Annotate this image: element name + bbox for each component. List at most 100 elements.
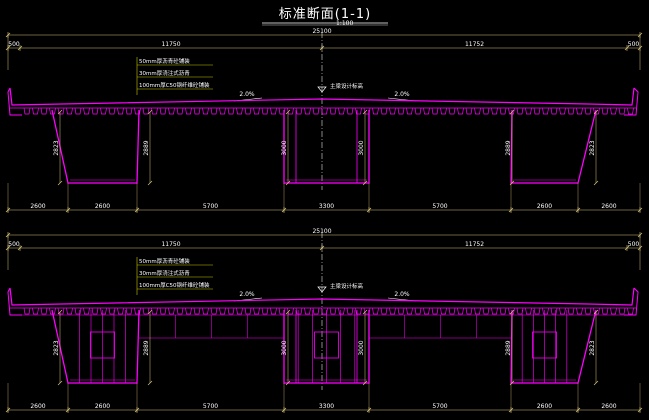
section2-bottom-dim-label: 2600 [537,403,552,410]
section1-bottom-dim-label: 2600 [601,203,616,210]
section1-u-rib [91,107,99,115]
section1-height-label: 2823 [589,140,596,155]
section2-u-rib [457,307,464,315]
section2-layer-label: 100mm厚C50钢纤维砼铺装 [139,281,210,289]
section2-u-rib [516,307,524,315]
section1-bottom-dim-label: 2600 [95,203,110,210]
section1-u-rib [168,107,175,115]
section1-left-parapet [7,87,22,116]
section1-u-rib [440,107,447,115]
section1-bottom-dim-slash [134,207,140,213]
section2-bottom-dim-slash [281,407,287,413]
section1-u-rib [516,107,524,115]
section1-u-rib [304,107,311,115]
section1-u-rib [23,107,31,115]
section1-height-dim-slash [509,180,515,186]
section1-u-rib [397,107,405,115]
section2-manhole-0 [90,331,115,359]
section2-u-rib [346,307,354,315]
section2-u-rib [270,307,277,315]
section1-centerline-label: 主梁设计标高 [330,82,364,90]
section2-u-rib [227,307,235,315]
section1-layer-label: 30mm厚浇注式沥青 [139,69,190,77]
section2-layer-label: 50mm厚沥青砼铺装 [139,257,190,265]
section1-u-rib [618,107,626,115]
section2-u-rib [151,307,158,315]
section2-top-dim-slash [624,245,630,251]
section1-u-rib [321,107,328,115]
section1-bottom-dim-label: 5700 [203,203,218,210]
section1-height-dim-slash [147,180,153,186]
section2-u-rib [440,307,447,315]
section2-bottom-dim-slash [5,407,11,413]
section2-u-rib [168,307,175,315]
section2-u-rib [142,307,150,315]
section1-u-rib [372,107,379,115]
section2-u-rib [567,307,575,315]
section2-bottom-dim-label: 5700 [432,403,447,410]
section2-u-rib [389,307,396,315]
section1-u-rib [601,107,609,115]
section1-u-rib [125,107,133,115]
section1-elevation-marker [317,86,327,93]
section1-deck-top [9,87,635,106]
section1-u-rib [244,107,252,115]
section1-top-dim-label: 500 [628,41,640,48]
section2-height-dim-slash [509,309,515,315]
section1-u-rib [346,107,354,115]
section1-height-dim-slash [285,180,291,186]
section2-height-dim-slash [593,380,599,386]
section1-top-dim-label: 11752 [465,41,484,48]
section2-height-label: 2889 [505,340,512,355]
section2-u-rib [74,307,82,315]
section1-u-rib [593,107,600,115]
section2-height-dim-slash [57,309,63,315]
section2-u-rib [83,307,90,315]
section2-u-rib [66,307,73,315]
section2-height-dim-slash [147,309,153,315]
section1-height-dim-slash [362,180,368,186]
section1-u-rib [525,107,532,115]
section1-bottom-dim-label: 3300 [319,203,334,210]
drawing-title: 标准断面(1-1) [278,7,372,22]
section1-u-rib [559,107,566,115]
section1-height-dim-slash [285,109,291,115]
section1-u-rib [567,107,575,115]
section2-u-rib [295,307,303,315]
section2-u-rib [431,307,439,315]
section1-u-rib [159,107,167,115]
section1-u-rib [491,107,498,115]
section2-u-rib [23,307,31,315]
section1-u-rib [380,107,388,115]
section2-u-rib [117,307,124,315]
section2-bottom-dim-slash [575,407,581,413]
section2-u-rib [584,307,592,315]
section1-u-rib [270,107,277,115]
section1-bottom-dim-slash [637,207,643,213]
section2-height-dim-slash [509,380,515,386]
section1-bottom-dim-slash [575,207,581,213]
section2-u-rib [593,307,600,315]
section2-u-rib [414,307,422,315]
section1-top-dim-slash [17,45,23,51]
section1-u-rib [414,107,422,115]
section2-u-rib [474,307,481,315]
section1-u-rib [448,107,456,115]
section1-u-rib [542,107,549,115]
section1-box-girder-1 [283,110,370,184]
section1-u-rib [329,107,337,115]
section2-u-rib [32,307,39,315]
section2-height-dim-slash [593,309,599,315]
section2-u-rib [627,307,634,315]
section1-top-dim-slash [624,45,630,51]
section2-u-rib [159,307,167,315]
section1-top-dim-label: 500 [8,41,20,48]
section2-u-rib [338,307,345,315]
section2-layer-label: 30mm厚浇注式沥青 [139,269,190,277]
section2-height-label: 2889 [143,340,150,355]
section1-bottom-dim-slash [5,207,11,213]
section1-height-label: 3000 [281,140,288,155]
section2-height-dim-slash [285,380,291,386]
section2-height-label: 3000 [358,340,365,355]
